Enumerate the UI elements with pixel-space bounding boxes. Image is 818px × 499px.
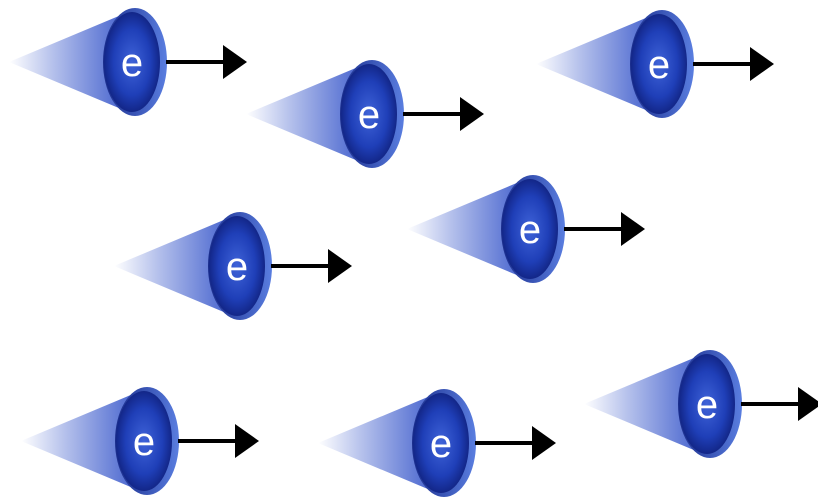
electron-trail <box>536 12 660 116</box>
electron-trail <box>584 352 708 456</box>
electrons-layer: e e e e e e e e <box>9 8 818 497</box>
electron-label: e <box>648 43 670 87</box>
electron-sphere <box>631 14 687 114</box>
electron-trail <box>246 62 370 166</box>
electron-trail <box>21 389 145 493</box>
electron: e <box>536 10 774 118</box>
electron-label: e <box>133 420 155 464</box>
electron-sphere <box>413 393 469 493</box>
electron-trail <box>114 214 238 318</box>
electron-trail <box>407 177 531 281</box>
electron: e <box>21 387 259 495</box>
electron-label: e <box>430 422 452 466</box>
electron: e <box>246 60 484 168</box>
electron-sphere <box>502 179 558 279</box>
electron-trail <box>318 391 442 495</box>
electron-sphere <box>341 64 397 164</box>
arrow-head-icon <box>798 387 818 421</box>
electron: e <box>114 212 352 320</box>
arrow-head-icon <box>223 45 247 79</box>
electron-sphere <box>209 216 265 316</box>
electron-trail <box>9 10 133 114</box>
electron-sphere <box>679 354 735 454</box>
electron-sphere <box>104 12 160 112</box>
electron: e <box>584 350 818 458</box>
electron: e <box>407 175 645 283</box>
arrow-head-icon <box>621 212 645 246</box>
electron-label: e <box>121 41 143 85</box>
electron: e <box>318 389 556 497</box>
electron-label: e <box>696 383 718 427</box>
arrow-head-icon <box>750 47 774 81</box>
arrow-head-icon <box>460 97 484 131</box>
electron-label: e <box>519 208 541 252</box>
electron: e <box>9 8 247 116</box>
arrow-head-icon <box>328 249 352 283</box>
arrow-head-icon <box>532 426 556 460</box>
arrow-head-icon <box>235 424 259 458</box>
electron-sphere <box>116 391 172 491</box>
electron-label: e <box>358 93 380 137</box>
electron-label: e <box>226 245 248 289</box>
